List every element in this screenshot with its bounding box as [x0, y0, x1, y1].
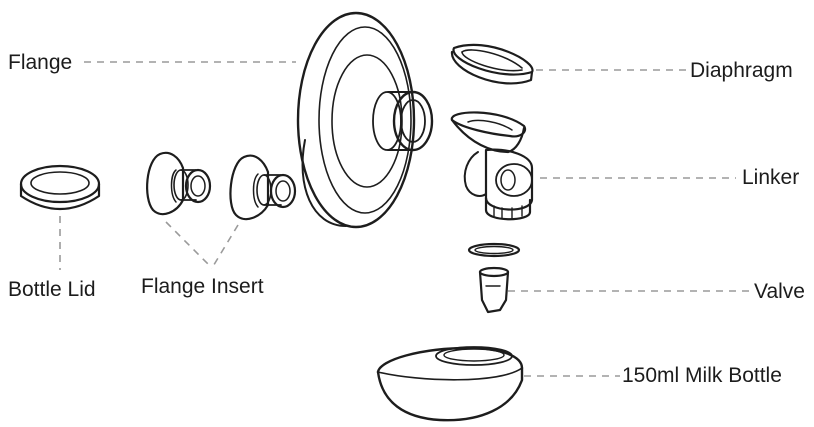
- label-flange: Flange: [8, 51, 73, 74]
- linker-drawing: [450, 111, 534, 221]
- label-bottle-lid: Bottle Lid: [8, 278, 96, 301]
- label-milk-bottle: 150ml Milk Bottle: [622, 364, 782, 387]
- milk-bottle-drawing: [376, 346, 524, 422]
- diaphragm-drawing: [450, 43, 534, 85]
- label-diaphragm: Diaphragm: [690, 59, 793, 82]
- leader-flange-insert-right: [211, 224, 239, 269]
- bottle-lid-drawing: [19, 164, 101, 211]
- label-linker: Linker: [742, 166, 800, 189]
- label-valve: Valve: [754, 280, 805, 303]
- valve-ring-drawing: [467, 242, 521, 258]
- valve-drawing: [478, 266, 510, 314]
- flange-drawing: [296, 11, 434, 229]
- leader-flange-insert-left: [165, 221, 213, 269]
- leader-lines: [59, 61, 750, 377]
- flange-insert-right-drawing: [229, 154, 297, 221]
- flange-insert-left-drawing: [146, 151, 212, 216]
- label-flange-insert: Flange Insert: [141, 275, 264, 298]
